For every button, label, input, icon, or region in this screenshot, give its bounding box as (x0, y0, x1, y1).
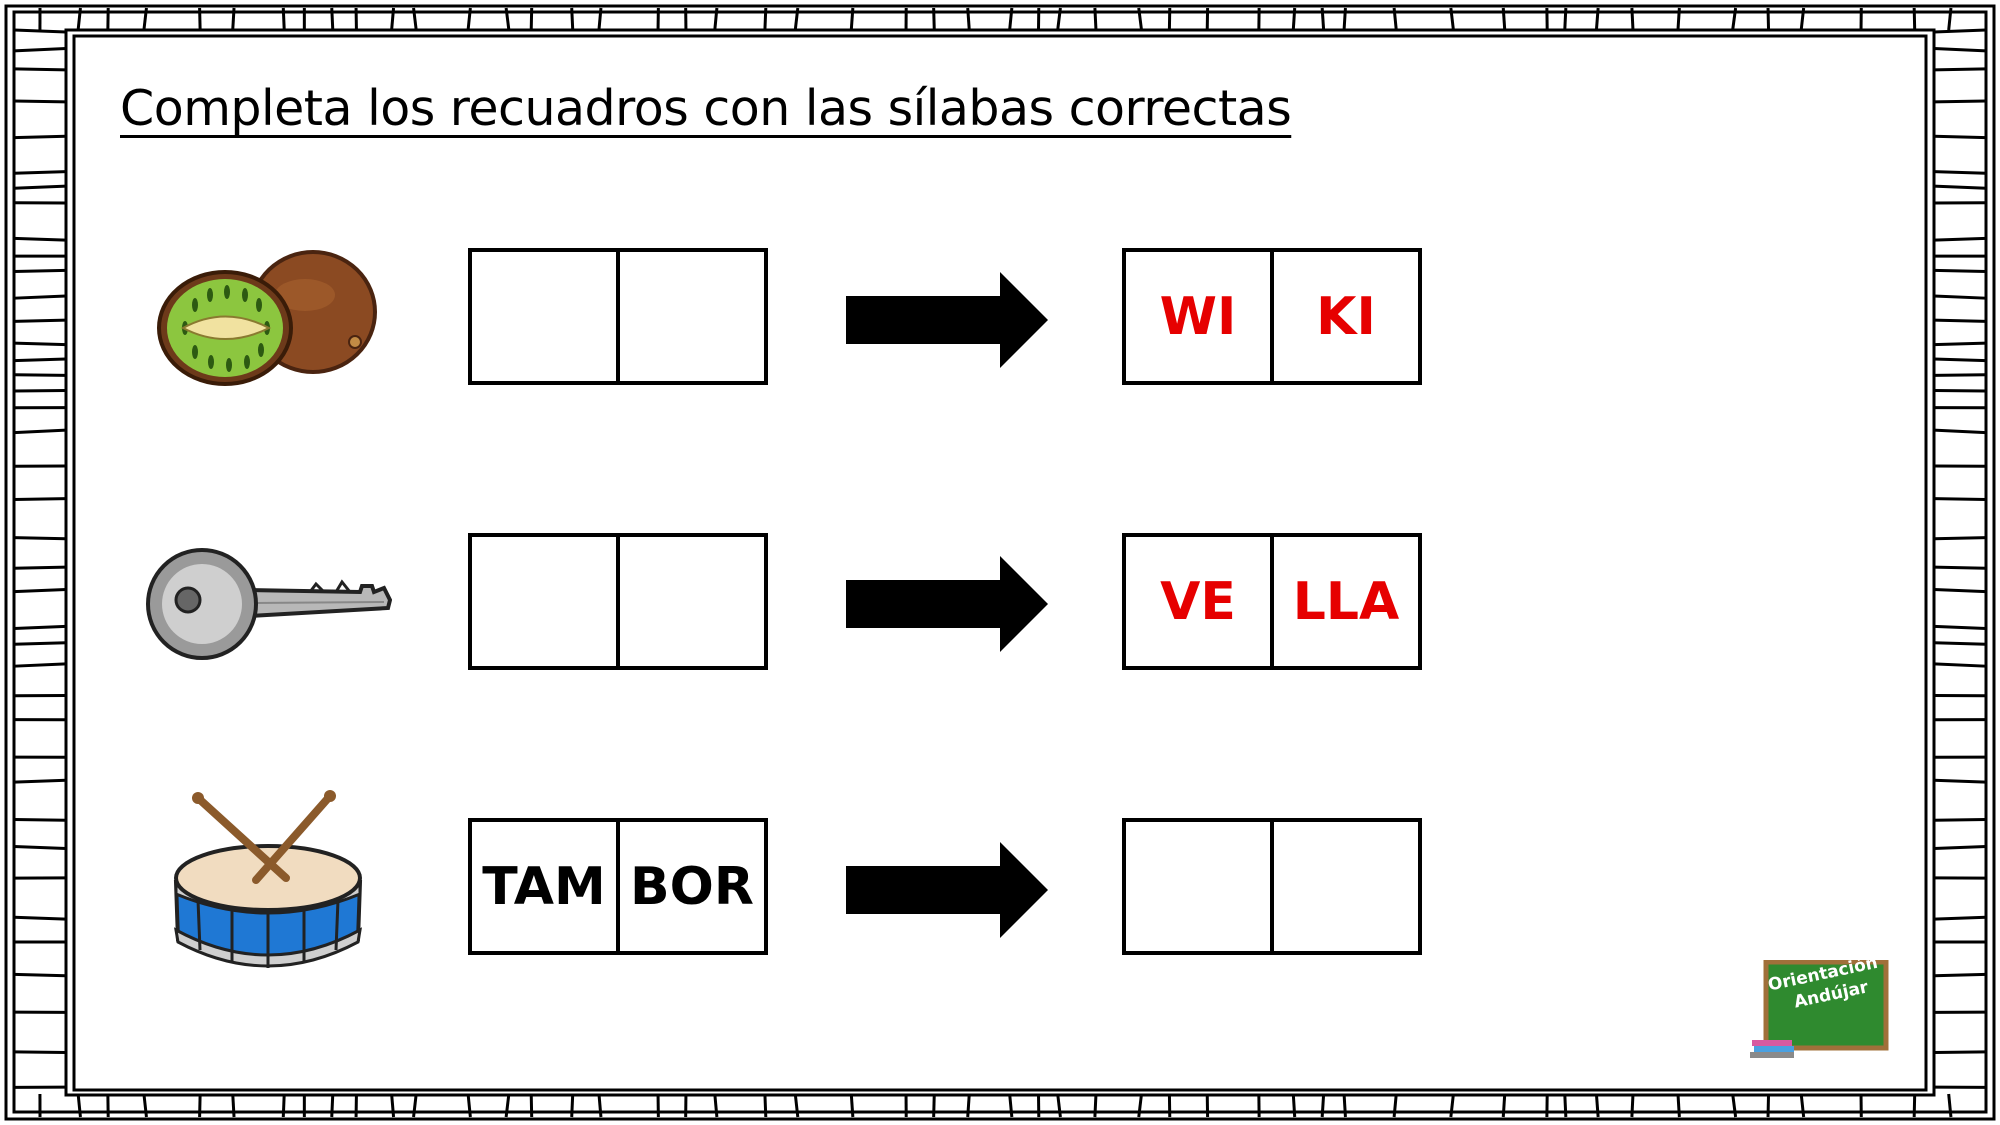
arrow-right-icon (846, 272, 1048, 368)
syllable-box[interactable]: VE (1160, 571, 1236, 632)
syllable-boxes-left-2 (468, 533, 768, 670)
syllable-box[interactable] (616, 537, 764, 666)
chalkboard-logo-icon (1750, 960, 1889, 1058)
arrow-right-icon (846, 842, 1048, 938)
syllable-box[interactable]: WI (1159, 286, 1237, 347)
syllable-boxes-right-3 (1122, 818, 1422, 955)
key-picture (146, 548, 392, 660)
syllable-box[interactable]: KI (1270, 252, 1418, 381)
drum-picture (173, 790, 363, 968)
syllable-box[interactable] (1270, 822, 1418, 951)
syllable-box[interactable]: LLA (1270, 537, 1418, 666)
syllable-box[interactable]: BOR (616, 822, 764, 951)
syllable-box[interactable]: TAM (482, 856, 606, 917)
syllable-box[interactable] (1126, 822, 1270, 951)
syllable-box[interactable] (472, 537, 616, 666)
syllable-boxes-right-2: VE LLA (1122, 533, 1422, 670)
syllable-box[interactable] (616, 252, 764, 381)
arrow-right-icon (846, 556, 1048, 652)
page-title: Completa los recuadros con las sílabas c… (120, 80, 1292, 137)
syllable-boxes-left-1 (468, 248, 768, 385)
syllable-boxes-right-1: WI KI (1122, 248, 1422, 385)
syllable-boxes-left-3: TAM BOR (468, 818, 768, 955)
kiwi-picture (157, 250, 377, 386)
syllable-box[interactable] (472, 252, 616, 381)
